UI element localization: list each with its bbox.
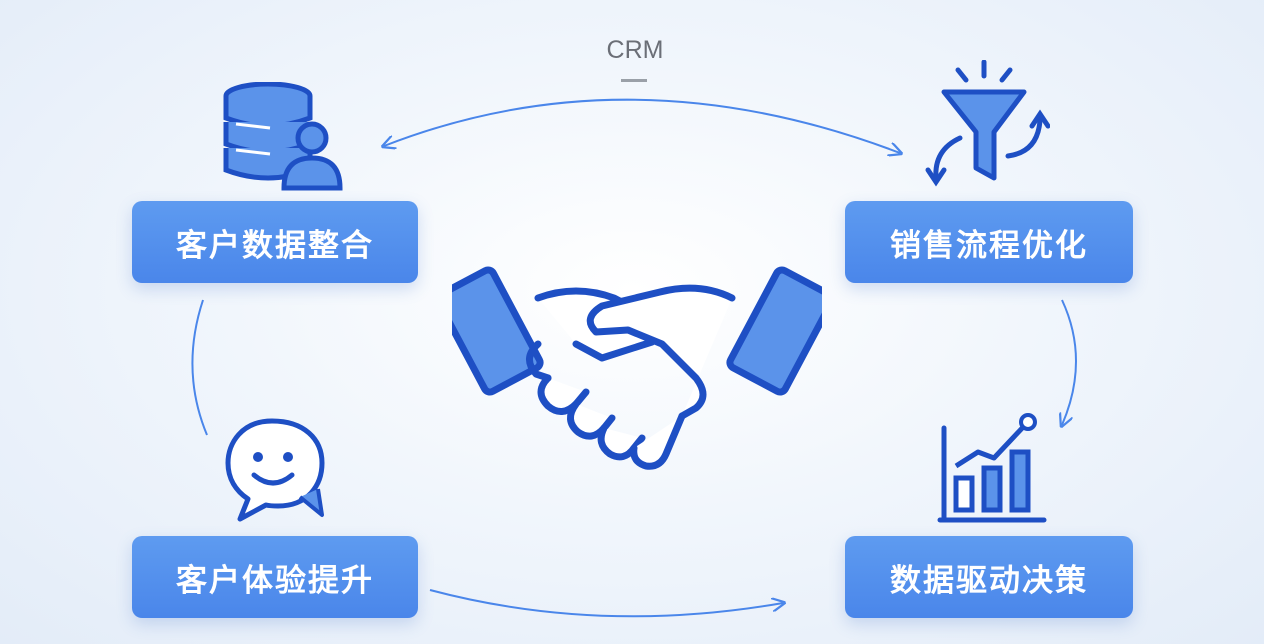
- node-data-driven-decision: 数据驱动决策: [845, 536, 1133, 618]
- arrow-top: [384, 98, 900, 153]
- funnel-icon: [925, 60, 1050, 187]
- arrow-left: [191, 299, 208, 436]
- node-customer-data-integration: 客户数据整合: [132, 201, 418, 283]
- center-label: CRM: [606, 36, 664, 64]
- chat-smile-icon: [225, 418, 325, 522]
- database-user-icon: [223, 82, 343, 191]
- arrow-bottom: [429, 589, 783, 618]
- node-customer-experience-improvement: 客户体验提升: [132, 536, 418, 618]
- arrow-right: [1062, 299, 1077, 425]
- node-sales-process-optimization: 销售流程优化: [845, 201, 1133, 283]
- handshake-icon: [452, 266, 822, 470]
- bar-chart-icon: [937, 413, 1047, 523]
- center-label-underline: [621, 79, 647, 82]
